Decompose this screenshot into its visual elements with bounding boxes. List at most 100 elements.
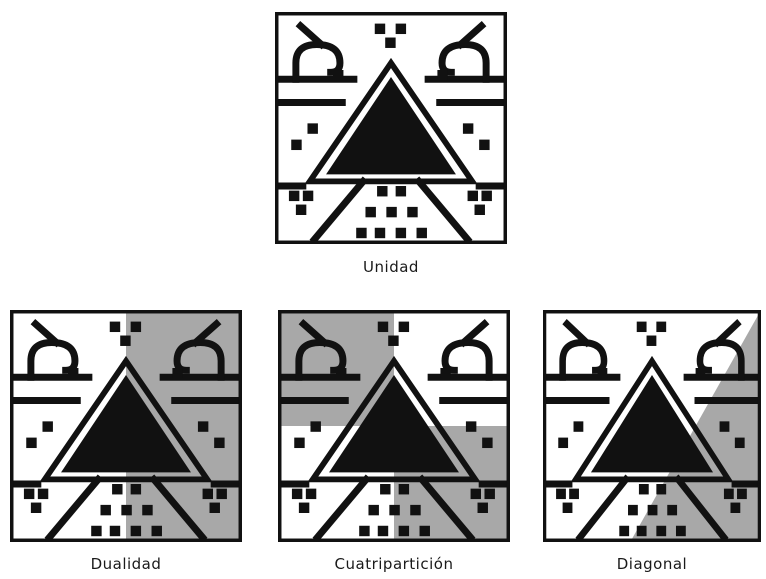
motif-square: [131, 526, 141, 536]
motif-square: [306, 489, 316, 499]
caption-cuatriparticion: Cuatripartición: [278, 555, 510, 573]
motif-square: [203, 489, 213, 499]
motif-square: [110, 322, 120, 332]
motif-square: [479, 140, 489, 150]
caption-diagonal: Diagonal: [543, 555, 761, 573]
motif-square: [388, 336, 398, 346]
motif-square: [556, 489, 566, 499]
motif-square: [100, 505, 110, 515]
motif-square: [399, 322, 409, 332]
motif-svg: [10, 310, 242, 542]
motif-square: [385, 38, 395, 48]
motif-square: [482, 438, 492, 448]
motif-square: [656, 484, 666, 494]
motif-square: [31, 503, 41, 513]
motif-square: [26, 438, 36, 448]
motif-square: [336, 368, 346, 378]
motif-square: [112, 484, 122, 494]
motif-square: [380, 484, 390, 494]
motif-square: [386, 207, 396, 217]
motif-square: [656, 322, 666, 332]
motif-square: [696, 368, 706, 378]
motif-square: [310, 421, 320, 431]
motif-square: [463, 123, 473, 133]
motif-square: [24, 489, 34, 499]
motif-square: [91, 526, 101, 536]
motif-square: [558, 438, 568, 448]
motif-square: [210, 503, 220, 513]
motif-square: [356, 228, 366, 238]
motif-square: [294, 438, 304, 448]
motif-square: [303, 191, 313, 201]
motif-square: [396, 24, 406, 34]
motif-square: [484, 489, 494, 499]
motif-square: [574, 421, 584, 431]
motif-square: [440, 368, 450, 378]
motif-square: [737, 489, 747, 499]
motif-square: [569, 489, 579, 499]
motif-svg: [543, 310, 761, 542]
motif-square: [735, 438, 745, 448]
motif-svg: [275, 12, 507, 244]
motif-square: [407, 207, 417, 217]
motif-square: [468, 191, 478, 201]
motif-square: [396, 228, 406, 238]
motif-square: [38, 489, 48, 499]
motif-square: [389, 505, 399, 515]
motif-square: [437, 70, 447, 80]
motif-square: [110, 526, 120, 536]
motif-square: [637, 322, 647, 332]
motif-square: [368, 505, 378, 515]
motif-square: [399, 484, 409, 494]
panel-unidad: [275, 12, 507, 244]
motif-square: [656, 526, 666, 536]
motif-square: [131, 484, 141, 494]
motif-square: [619, 526, 629, 536]
motif-square: [333, 70, 343, 80]
panel-diagonal: [543, 310, 761, 542]
motif-square: [377, 186, 387, 196]
motif-square: [292, 489, 302, 499]
motif-square: [291, 140, 301, 150]
motif-square: [289, 191, 299, 201]
motif-square: [68, 368, 78, 378]
panel-dualidad: [10, 310, 242, 542]
motif-square: [396, 186, 406, 196]
motif-square: [628, 505, 638, 515]
panel-cuatriparticion: [278, 310, 510, 542]
motif-square: [375, 228, 385, 238]
motif-square: [720, 421, 730, 431]
motif-square: [647, 336, 657, 346]
motif-square: [365, 207, 375, 217]
caption-dualidad: Dualidad: [10, 555, 242, 573]
motif-square: [375, 24, 385, 34]
motif-square: [198, 421, 208, 431]
motif-square: [410, 505, 420, 515]
motif-square: [121, 505, 131, 515]
motif-square: [299, 503, 309, 513]
motif-square: [216, 489, 226, 499]
motif-square: [676, 526, 686, 536]
motif-square: [417, 228, 427, 238]
motif-square: [466, 421, 476, 431]
motif-square: [152, 526, 162, 536]
motif-square: [214, 438, 224, 448]
motif-square: [667, 505, 677, 515]
motif-square: [639, 484, 649, 494]
motif-square: [481, 191, 491, 201]
motif-square: [131, 322, 141, 332]
motif-square: [42, 421, 52, 431]
motif-square: [359, 526, 369, 536]
motif-square: [378, 526, 388, 536]
motif-square: [475, 205, 485, 215]
motif-square: [172, 368, 182, 378]
motif-square: [478, 503, 488, 513]
motif-square: [730, 503, 740, 513]
motif-square: [471, 489, 481, 499]
motif-square: [307, 123, 317, 133]
motif-square: [142, 505, 152, 515]
caption-unidad: Unidad: [275, 258, 507, 276]
motif-square: [563, 503, 573, 513]
motif-svg: [278, 310, 510, 542]
motif-square: [724, 489, 734, 499]
